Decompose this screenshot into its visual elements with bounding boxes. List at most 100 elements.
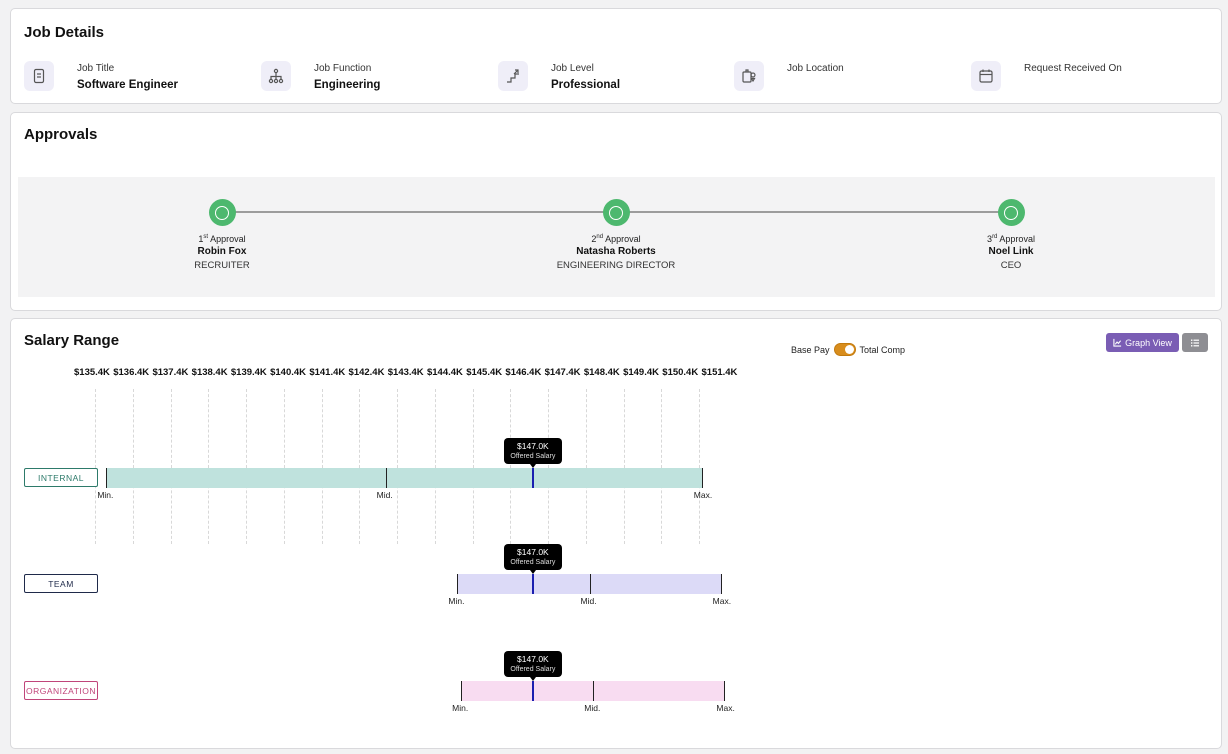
approver-role: ENGINEERING DIRECTOR: [556, 260, 676, 271]
list-icon: [1191, 339, 1199, 346]
approval-ordinal-suffix: nd: [596, 234, 604, 240]
request-received-detail: Request Received On: [971, 61, 1122, 91]
x-tick-label: $141.4K: [309, 367, 346, 378]
min-tick: [457, 574, 459, 594]
x-tick-label: $150.4K: [662, 367, 699, 378]
grid-line: [321, 389, 323, 544]
org-chart-icon: [261, 61, 291, 91]
range-bar-organization: [461, 681, 726, 701]
min-marker-label: Min.: [448, 596, 465, 606]
base-pay-label[interactable]: Base Pay: [791, 344, 830, 355]
max-marker-label: Max.: [712, 596, 732, 606]
offered-salary-value: $147.0K: [517, 547, 549, 557]
job-function-label: Job Function: [314, 63, 372, 74]
range-label-team: TEAM: [24, 574, 98, 593]
x-tick-label: $137.4K: [152, 367, 189, 378]
approver-role: CEO: [1000, 260, 1022, 271]
approvals-timeline: 1st Approval Robin Fox RECRUITER 2nd App…: [18, 177, 1215, 297]
list-view-button[interactable]: [1182, 333, 1208, 352]
salary-range-card: Salary Range Base Pay Total Comp Graph V…: [10, 318, 1222, 749]
x-tick-label: $143.4K: [387, 367, 424, 378]
min-tick: [106, 468, 108, 488]
salary-axis-ticks: $135.4K$136.4K$137.4K$138.4K$139.4K$140.…: [74, 367, 741, 378]
min-marker-label: Min.: [97, 490, 114, 500]
max-tick: [701, 468, 703, 488]
pay-type-toggle: Base Pay Total Comp: [791, 343, 905, 356]
document-icon: [24, 61, 54, 91]
grid-line: [585, 389, 587, 544]
approval-ordinal: 1: [198, 234, 204, 244]
job-level-label: Job Level: [551, 63, 594, 74]
grid-line: [95, 389, 96, 544]
grid-line: [397, 389, 398, 544]
x-tick-label: $144.4K: [426, 367, 463, 378]
offered-salary-caption: Offered Salary: [510, 666, 556, 673]
x-tick-label: $147.4K: [544, 367, 581, 378]
min-marker-label: Min.: [452, 703, 469, 713]
offered-salary-caption: Offered Salary: [510, 453, 556, 460]
calendar-icon: [971, 61, 1001, 91]
approved-status-icon: [602, 199, 630, 226]
grid-line: [208, 389, 210, 544]
job-location-label: Job Location: [787, 63, 844, 74]
max-tick: [724, 681, 726, 701]
stairs-icon: [498, 61, 528, 91]
approver-name: Noel Link: [988, 246, 1034, 257]
job-location-detail: Job Location: [734, 61, 844, 91]
max-marker-label: Max.: [693, 490, 713, 500]
pay-type-switch[interactable]: [833, 343, 856, 356]
approver-role: RECRUITER: [194, 260, 250, 271]
line-chart-icon: [1113, 338, 1122, 347]
max-tick: [720, 574, 722, 594]
job-function-detail: Job Function Engineering: [261, 61, 380, 93]
offered-salary-value: $147.0K: [517, 441, 549, 451]
grid-line: [661, 389, 663, 544]
x-tick-label: $135.4K: [74, 367, 110, 378]
grid-line: [246, 389, 247, 544]
approval-label: Approval: [210, 234, 246, 244]
approval-ordinal-suffix: st: [203, 234, 209, 240]
x-tick-label: $146.4K: [505, 367, 542, 378]
grid-line: [283, 389, 285, 544]
offered-salary-marker: [531, 681, 534, 701]
approvals-title: Approvals: [24, 126, 98, 143]
range-bar-team: [457, 574, 722, 594]
mid-marker-label: Mid.: [376, 490, 393, 500]
approvals-card: Approvals 1st Approval Robin Fox RECRUIT…: [10, 112, 1222, 311]
approval-label: Approval: [605, 234, 641, 244]
mid-tick: [385, 468, 387, 488]
approval-ordinal: 3: [987, 234, 993, 244]
job-details-title: Job Details: [24, 24, 105, 41]
range-bar-internal: [106, 468, 703, 488]
x-tick-label: $151.4K: [701, 367, 738, 378]
salary-range-title: Salary Range: [24, 332, 120, 349]
grid-line: [132, 389, 134, 544]
job-level-value: Professional: [551, 79, 621, 91]
x-tick-label: $138.4K: [191, 367, 228, 378]
x-tick-label: $140.4K: [270, 367, 307, 378]
grid-line: [699, 389, 700, 544]
request-received-label: Request Received On: [1024, 63, 1122, 74]
job-title-detail: Job Title Software Engineer: [24, 61, 178, 93]
offered-salary-marker: [531, 574, 534, 594]
x-tick-label: $139.4K: [230, 367, 267, 378]
offered-salary-tooltip: $147.0K Offered Salary: [503, 438, 562, 468]
x-tick-label: $142.4K: [348, 367, 385, 378]
grid-line: [359, 389, 361, 544]
graph-view-button[interactable]: Graph View: [1106, 333, 1179, 352]
mid-marker-label: Mid.: [584, 703, 601, 713]
job-level-detail: Job Level Professional: [498, 61, 620, 93]
approver-name: Natasha Roberts: [576, 246, 656, 257]
location-building-icon: [734, 61, 764, 91]
min-tick: [461, 681, 463, 701]
job-title-label: Job Title: [77, 63, 115, 74]
approved-status-icon: [997, 199, 1025, 226]
offered-salary-value: $147.0K: [517, 654, 549, 664]
approved-status-icon: [208, 199, 236, 226]
approval-step-3: 3rd Approval Noel Link CEO: [911, 199, 1111, 273]
x-tick-label: $145.4K: [466, 367, 503, 378]
grid-line: [434, 389, 436, 544]
job-function-value: Engineering: [314, 79, 381, 91]
total-comp-label[interactable]: Total Comp: [859, 344, 906, 355]
job-title-value: Software Engineer: [77, 79, 178, 91]
